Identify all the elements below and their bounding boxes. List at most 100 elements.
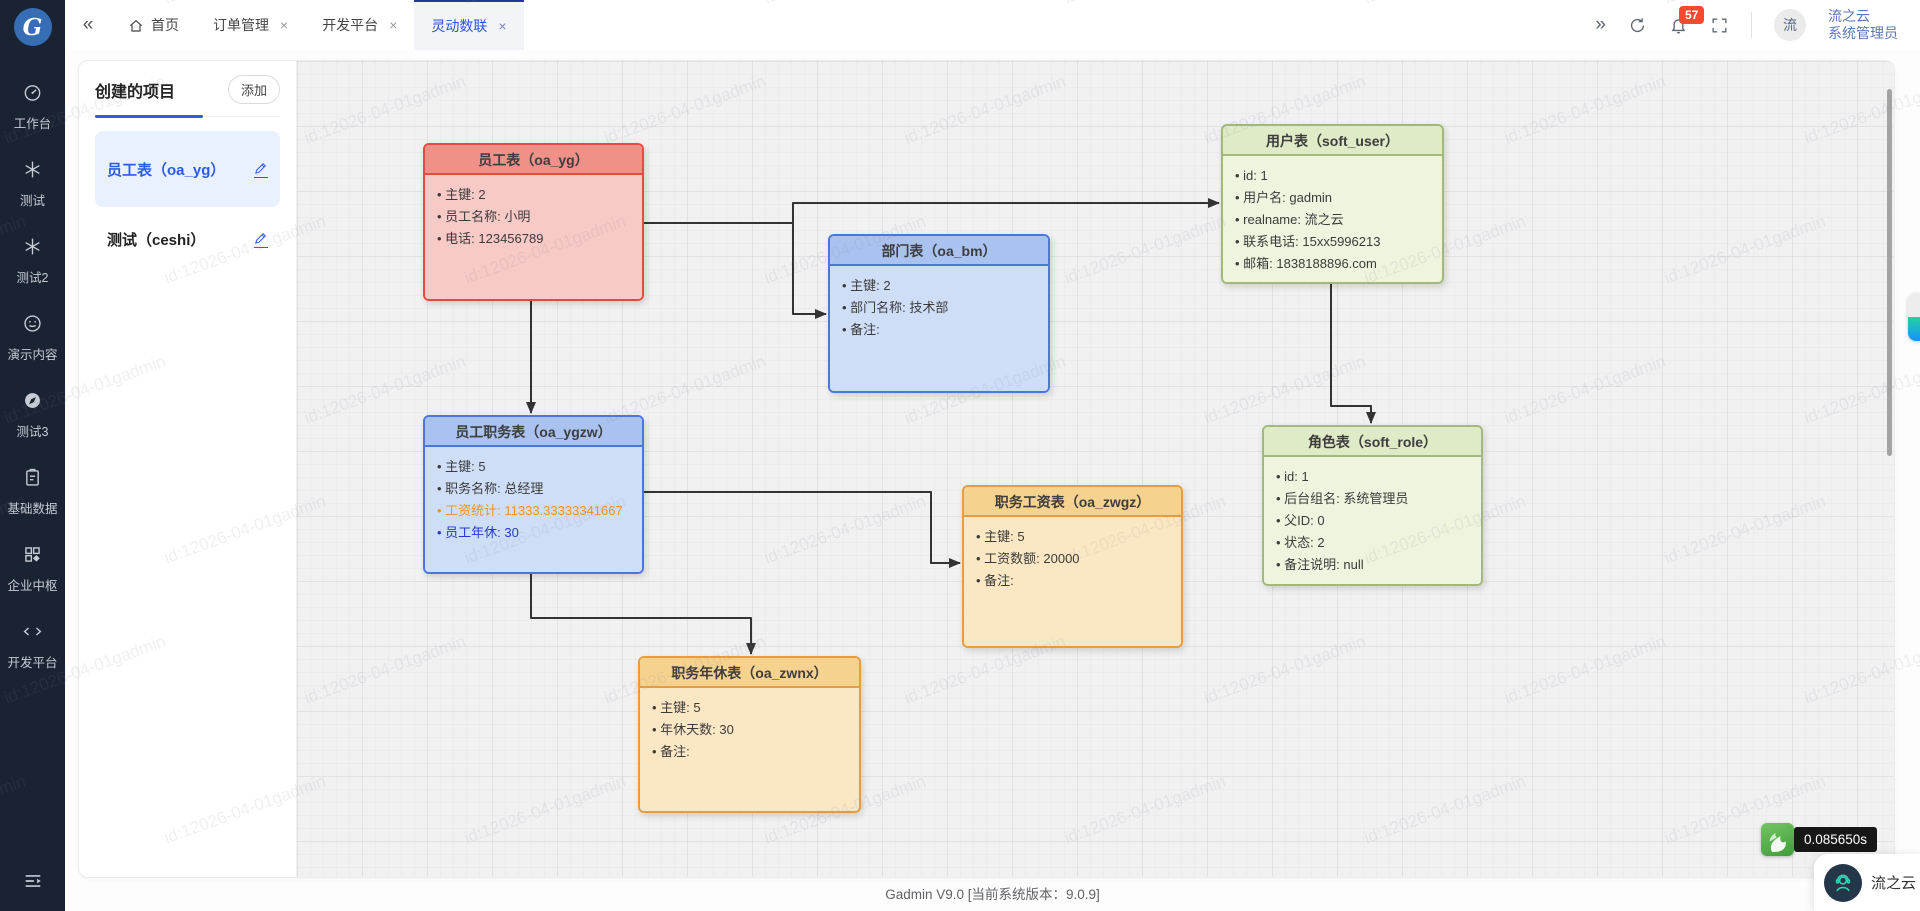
table-field: • 部门名称: 技术部 bbox=[842, 300, 949, 315]
fullscreen-icon[interactable] bbox=[1710, 16, 1729, 35]
snowflake-icon bbox=[22, 159, 43, 185]
sidebar-item-label: 基础数据 bbox=[7, 502, 58, 516]
table-field: • 主键: 2 bbox=[437, 187, 486, 202]
table-field: • 用户名: gadmin bbox=[1235, 190, 1333, 205]
close-tab-icon[interactable]: × bbox=[389, 17, 398, 33]
sidebar: G 工作台测试测试2 演示内容测试3 基础数据企业中枢开发平台 bbox=[0, 0, 65, 911]
divider bbox=[1751, 12, 1752, 38]
sidebar-item-工作台[interactable]: 工作台 bbox=[13, 82, 52, 132]
er-diagram-canvas[interactable]: 员工表（oa_yg）• 主键: 2• 员工名称: 小明• 电话: 1234567… bbox=[297, 61, 1894, 877]
project-panel-header: 创建的项目 添加 bbox=[95, 75, 280, 118]
workspace: 创建的项目 添加 员工表（oa_yg） 测试（ceshi） 员工表（oa_yg） •… bbox=[65, 50, 1920, 911]
table-node-oa_ygzw[interactable]: 员工职务表（oa_ygzw）• 主键: 5• 职务名称: 总经理• 工资统计: … bbox=[423, 415, 644, 574]
canvas-scrollbar-thumb[interactable] bbox=[1887, 89, 1892, 456]
table-field: • 电话: 123456789 bbox=[437, 231, 544, 246]
close-tab-icon[interactable]: × bbox=[498, 18, 507, 34]
sidebar-item-开发平台[interactable]: 开发平台 bbox=[7, 621, 58, 671]
performance-flame-icon[interactable] bbox=[1760, 823, 1794, 856]
theme-drag-handle[interactable] bbox=[1908, 293, 1920, 341]
connection-oa_yg-to-oa_bm bbox=[792, 223, 827, 319]
sidebar-item-label: 企业中枢 bbox=[7, 579, 58, 593]
project-item-测试（ceshi）[interactable]: 测试（ceshi） bbox=[95, 217, 280, 261]
project-item-label: 员工表（oa_yg） bbox=[107, 161, 226, 179]
refresh-icon[interactable] bbox=[1628, 16, 1647, 35]
sidebar-item-测试[interactable]: 测试 bbox=[20, 159, 45, 209]
project-item-员工表（oa_yg）[interactable]: 员工表（oa_yg） bbox=[95, 131, 280, 207]
connection-oa_ygzw-to-oa_zwnx bbox=[530, 574, 756, 655]
user-info[interactable]: 流之云 系统管理员 bbox=[1828, 8, 1898, 43]
tab-label: 开发平台 bbox=[322, 17, 379, 33]
snowflake-icon bbox=[22, 236, 43, 262]
edit-pencil-icon[interactable] bbox=[253, 231, 268, 248]
table-field: • 父ID: 0 bbox=[1276, 513, 1325, 528]
table-node-title: 用户表（soft_user） bbox=[1223, 126, 1442, 156]
menu-unfold-icon[interactable] bbox=[22, 870, 44, 897]
table-node-oa_bm[interactable]: 部门表（oa_bm）• 主键: 2• 部门名称: 技术部• 备注: bbox=[828, 234, 1050, 393]
table-node-body: • id: 1• 后台组名: 系统管理员• 父ID: 0• 状态: 2• 备注说… bbox=[1264, 457, 1481, 584]
main-area: « 首页订单管理×开发平台×灵动数联× » 57 流 流之云 系统管理员 bbox=[65, 0, 1920, 911]
app-logo[interactable]: G bbox=[13, 8, 52, 46]
sidebar-item-label: 测试3 bbox=[16, 425, 49, 439]
sidebar-item-测试3[interactable]: 测试3 bbox=[16, 390, 49, 440]
table-field: • 员工名称: 小明 bbox=[437, 209, 531, 224]
table-field: • 联系电话: 15xx5996213 bbox=[1235, 234, 1381, 249]
close-tab-icon[interactable]: × bbox=[280, 17, 289, 33]
table-field: • 年休天数: 30 bbox=[652, 722, 734, 737]
sidebar-item-label: 演示内容 bbox=[7, 348, 58, 362]
tab-灵动数联[interactable]: 灵动数联× bbox=[414, 0, 524, 50]
table-field: • 主键: 5 bbox=[976, 529, 1025, 544]
chat-widget[interactable]: 流之云 bbox=[1814, 854, 1920, 911]
load-time-widget: 0.085650s bbox=[1760, 823, 1877, 856]
support-avatar-icon bbox=[1824, 863, 1862, 902]
table-field: • realname: 流之云 bbox=[1235, 212, 1344, 227]
table-node-title: 角色表（soft_role） bbox=[1264, 427, 1481, 457]
sidebar-item-企业中枢[interactable]: 企业中枢 bbox=[7, 544, 58, 594]
sidebar-item-测试2[interactable]: 测试2 bbox=[17, 236, 48, 286]
add-project-button[interactable]: 添加 bbox=[227, 75, 280, 104]
sidebar-item-label: 工作台 bbox=[13, 117, 52, 131]
chat-user-name: 流之云 bbox=[1871, 875, 1917, 892]
compass-icon bbox=[22, 390, 43, 416]
table-node-soft_user[interactable]: 用户表（soft_user）• id: 1• 用户名: gadmin• real… bbox=[1221, 124, 1444, 284]
panel-title: 创建的项目 bbox=[95, 83, 176, 101]
user-avatar[interactable]: 流 bbox=[1774, 9, 1806, 41]
user-name: 流之云 bbox=[1828, 7, 1870, 24]
tab-bar: 首页订单管理×开发平台×灵动数联× bbox=[111, 0, 524, 50]
sidebar-item-label: 测试 bbox=[19, 194, 45, 208]
tab-首页[interactable]: 首页 bbox=[111, 0, 196, 50]
topbar-actions: » 57 流 流之云 系统管理员 bbox=[1595, 0, 1920, 50]
collapse-tabs-icon[interactable]: « bbox=[82, 14, 94, 35]
sidebar-item-label: 开发平台 bbox=[7, 656, 58, 670]
tab-订单管理[interactable]: 订单管理× bbox=[196, 0, 305, 50]
connection-soft_user-to-soft_role bbox=[1330, 284, 1376, 424]
tab-开发平台[interactable]: 开发平台 × bbox=[305, 0, 414, 50]
edit-pencil-icon[interactable] bbox=[253, 161, 268, 178]
table-field: • 主键: 5 bbox=[652, 700, 701, 715]
table-node-body: • 主键: 5• 职务名称: 总经理• 工资统计: 11333.33333341… bbox=[425, 447, 642, 572]
table-field: • 备注说明: null bbox=[1276, 557, 1364, 572]
grid-icon bbox=[22, 544, 43, 570]
expand-tabs-icon[interactable]: » bbox=[1595, 14, 1606, 35]
table-node-oa_zwgz[interactable]: 职务工资表（oa_zwgz）• 主键: 5• 工资数额: 20000• 备注: bbox=[962, 485, 1183, 648]
notifications-bell-icon[interactable]: 57 bbox=[1669, 5, 1705, 35]
table-node-body: • 主键: 5 • 年休天数: 30 • 备注: bbox=[640, 688, 859, 811]
sidebar-item-演示内容[interactable]: 演示内容 bbox=[7, 313, 58, 363]
sidebar-item-基础数据[interactable]: 基础数据 bbox=[7, 467, 58, 517]
user-role: 系统管理员 bbox=[1828, 25, 1898, 41]
notification-badge: 57 bbox=[1679, 5, 1705, 24]
table-field: • 备注: bbox=[652, 744, 690, 759]
project-item-label: 测试（ceshi） bbox=[107, 231, 206, 249]
project-list: 员工表（oa_yg） 测试（ceshi） bbox=[95, 131, 280, 261]
connection-oa_yg-to-soft_user bbox=[644, 198, 1220, 224]
table-node-oa_zwnx[interactable]: 职务年休表（oa_zwnx）• 主键: 5• 年休天数: 30• 备注: bbox=[638, 656, 861, 813]
table-field: • 备注: bbox=[842, 322, 880, 337]
theme-handle-bottom bbox=[1908, 317, 1920, 341]
table-node-body: • 主键: 5• 工资数额: 20000• 备注: bbox=[964, 517, 1181, 646]
table-node-oa_yg[interactable]: 员工表（oa_yg）• 主键: 2• 员工名称: 小明• 电话: 1234567… bbox=[423, 143, 644, 301]
table-node-title: 职务工资表（oa_zwgz） bbox=[964, 487, 1181, 517]
theme-handle-top bbox=[1908, 293, 1920, 317]
table-node-body: • id: 1• 用户名: gadmin• realname: 流之云• 联系电… bbox=[1223, 156, 1442, 282]
dashboard-icon bbox=[22, 82, 43, 108]
table-node-soft_role[interactable]: 角色表（soft_role）• id: 1• 后台组名: 系统管理员• 父ID:… bbox=[1262, 425, 1483, 586]
table-node-title: 部门表（oa_bm） bbox=[830, 236, 1048, 266]
